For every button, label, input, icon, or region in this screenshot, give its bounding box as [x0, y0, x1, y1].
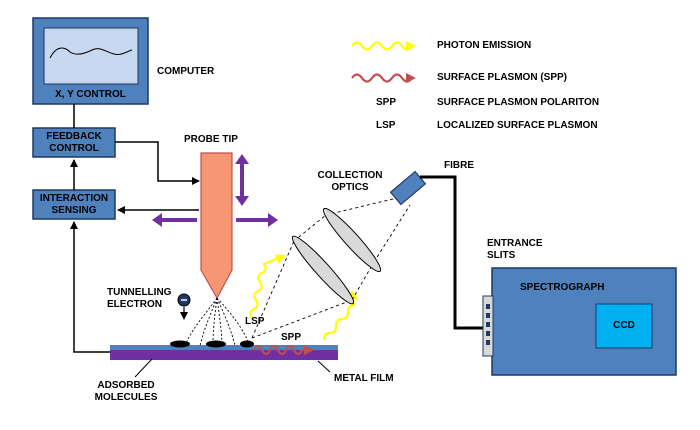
ccd-label: CCD	[613, 320, 635, 331]
collection-rays	[251, 197, 411, 339]
collection-label-line2: OPTICS	[331, 182, 369, 193]
computer-screen	[43, 27, 139, 85]
collection-lens-lower	[291, 235, 355, 305]
tunnelling-field-lines	[184, 297, 251, 347]
feedback-control-label: FEEDBACK CONTROL	[33, 131, 115, 155]
fibre-label: FIBRE	[444, 160, 474, 171]
adsorbed-molecule	[240, 340, 254, 348]
photon-emission-lsp	[249, 254, 286, 319]
lsp-label: LSP	[245, 316, 265, 327]
legend-photon-icon	[351, 41, 416, 51]
link-film-interaction	[70, 221, 110, 353]
collection-lens-upper	[322, 207, 382, 273]
adsorbed-molecules-label: ADSORBED MOLECULES	[88, 380, 164, 404]
feedback-label-line1: FEEDBACK	[46, 131, 102, 142]
collection-label-line1: COLLECTION	[317, 170, 383, 181]
spp-wave-on-film	[253, 345, 314, 355]
probe-move-down-head	[235, 196, 249, 206]
slit-marks	[486, 304, 490, 345]
xy-control-label: X, Y CONTROL	[55, 89, 126, 100]
fibre-cable	[420, 175, 486, 330]
spp-label: SPP	[281, 332, 302, 343]
adsorbed-molecules-pointer	[134, 358, 153, 378]
legend-lsp-abbr: LSP	[376, 120, 396, 131]
ccd-box	[595, 303, 653, 349]
adsorbed-molecule	[170, 340, 190, 348]
interaction-label-line2: SENSING	[51, 205, 97, 216]
computer-label: COMPUTER	[157, 66, 215, 77]
interaction-label-line1: INTERACTION	[39, 193, 109, 204]
link-feedback-probe	[115, 141, 200, 185]
probe-tip	[200, 152, 233, 300]
probe-move-right-head	[268, 213, 278, 227]
screen-trace	[49, 47, 133, 59]
legend-plasmon-label: SURFACE PLASMON (SPP)	[437, 72, 568, 83]
probe-tip-label: PROBE TIP	[184, 134, 238, 145]
metal-film-pointer	[317, 360, 331, 373]
interaction-sensing-label: INTERACTION SENSING	[33, 193, 115, 217]
tunnelling-label-line1: TUNNELLING	[107, 287, 172, 298]
legend-spp-full: SURFACE PLASMON POLARITON	[437, 97, 600, 108]
legend-spp-abbr: SPP	[376, 97, 397, 108]
tunnelling-electron-label: TUNNELLING ELECTRON	[107, 287, 171, 311]
metal-film-surface	[110, 345, 338, 350]
feedback-label-line2: CONTROL	[49, 143, 99, 154]
collection-optics-label: COLLECTION OPTICS	[312, 170, 388, 194]
entrance-label-line2: SLITS	[487, 250, 516, 261]
legend-photon-label: PHOTON EMISSION	[437, 40, 532, 51]
probe-move-left-head	[152, 213, 162, 227]
legend-plasmon-icon	[351, 73, 416, 83]
tunnelling-label-line2: ELECTRON	[107, 299, 162, 310]
entrance-label-line1: ENTRANCE	[487, 238, 543, 249]
entrance-slits-label: ENTRANCE SLITS	[487, 238, 543, 262]
adsorbed-label-line2: MOLECULES	[94, 392, 158, 403]
photon-emission-spp	[322, 290, 359, 341]
metal-film-label: METAL FILM	[334, 373, 394, 384]
adsorbed-molecule	[206, 340, 226, 348]
interaction-sensing-box	[32, 189, 116, 220]
metal-film	[110, 348, 338, 360]
spectrograph-label: SPECTROGRAPH	[520, 282, 605, 293]
probe-move-up-head	[235, 154, 249, 164]
adsorbed-label-line1: ADSORBED	[97, 380, 155, 391]
legend-lsp-full: LOCALIZED SURFACE PLASMON	[437, 120, 598, 131]
